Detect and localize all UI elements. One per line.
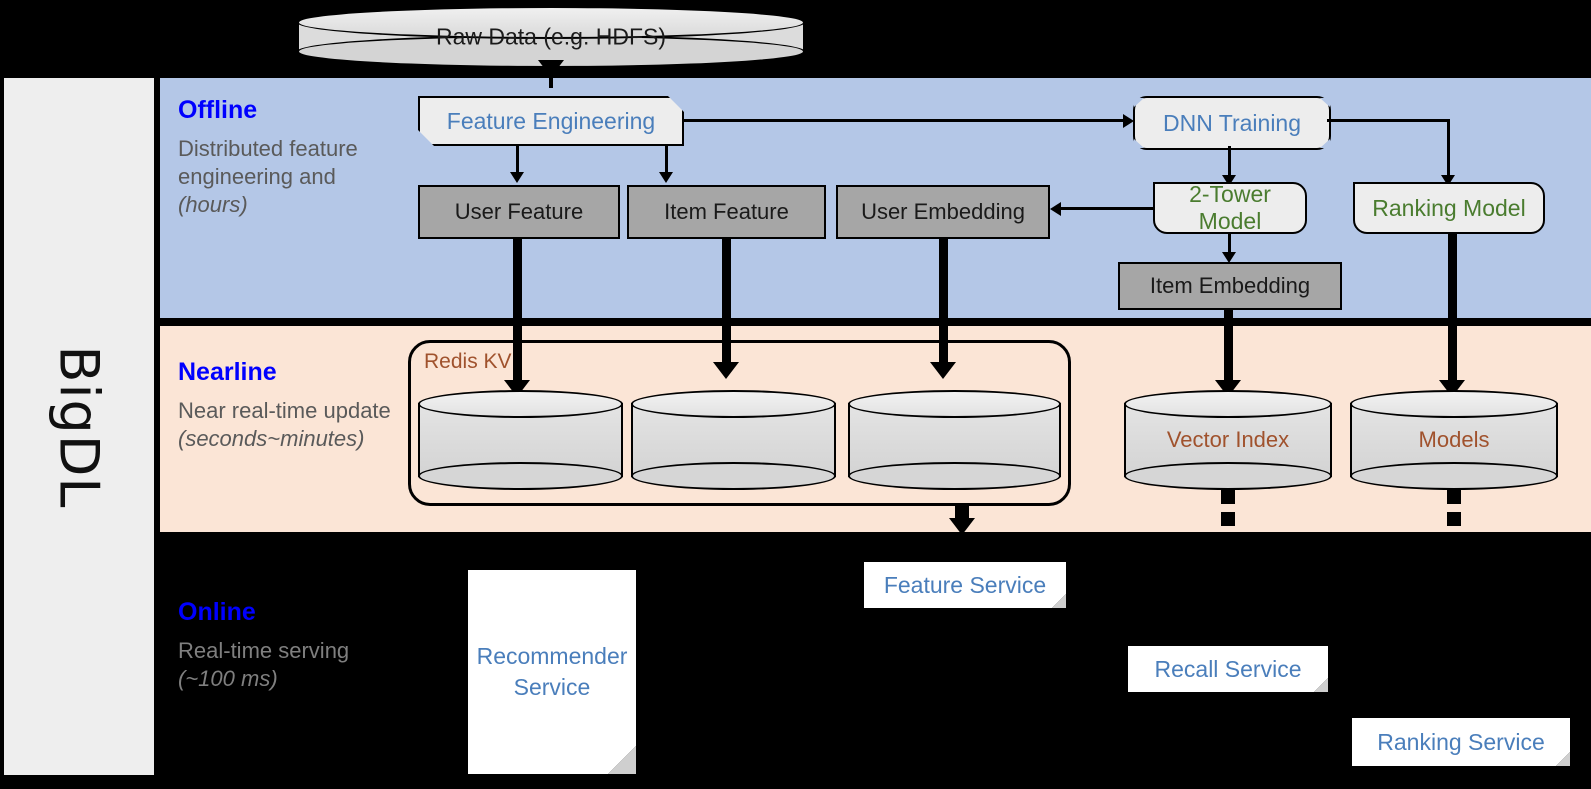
node-2-tower-model[interactable]: 2-Tower Model — [1153, 181, 1307, 234]
pipe-userembedding-to-redis — [939, 239, 948, 369]
node-item-feature-label: Item Feature — [664, 199, 789, 224]
node-dnn-training[interactable]: DNN Training — [1133, 96, 1331, 150]
service-ranking-label: Ranking Service — [1377, 728, 1545, 755]
pipe-rankingmodel-to-models — [1448, 234, 1457, 390]
edge-fe-to-userfeature — [516, 146, 519, 173]
node-item-embedding-label: Item Embedding — [1149, 273, 1311, 298]
pipe-vectorindex-stub-2 — [1221, 512, 1235, 526]
arrowhead-userembedding-to-redis — [930, 362, 956, 379]
cylinder-bottom — [631, 462, 836, 490]
node-ranking-model[interactable]: Ranking Model — [1353, 182, 1545, 234]
service-recommender-label: Recommender Service — [476, 642, 628, 700]
cylinder-top — [297, 6, 805, 39]
caption-nearline: Nearline Near real-time update (seconds~… — [178, 358, 408, 453]
cylinder-top — [1350, 390, 1558, 418]
arrowhead-fe-to-itemfeature — [659, 172, 673, 183]
band-desc-online-text: Real-time serving — [178, 638, 350, 663]
service-recall[interactable]: Recall Service — [1128, 646, 1328, 692]
band-desc-offline: Distributed feature engineering and (hou… — [178, 135, 408, 219]
caption-offline: Offline Distributed feature engineering … — [178, 96, 408, 219]
pipe-models-stub-1 — [1447, 490, 1461, 504]
edge-fe-to-itemfeature — [665, 146, 668, 173]
band-desc-offline-text: Distributed feature engineering and — [178, 136, 358, 190]
pipe-itemembedding-to-vectorindex — [1224, 310, 1233, 390]
cylinder-bottom — [1350, 462, 1558, 490]
arrowhead-rawdata-to-fe — [538, 60, 564, 77]
arrowhead-2tower-to-itemembedding — [1222, 252, 1236, 263]
service-recommender[interactable]: Recommender Service — [468, 570, 636, 774]
vector-index-label: Vector Index — [1166, 427, 1290, 452]
raw-data-label: Raw Data (e.g. HDFS) — [435, 23, 667, 50]
band-desc-nearline-em: (seconds~minutes) — [178, 426, 365, 452]
band-desc-online: Real-time serving (~100 ms) — [178, 637, 408, 693]
bigdl-rail: BigDL — [4, 78, 154, 775]
cylinder-bottom — [418, 462, 623, 490]
service-feature-label: Feature Service — [883, 571, 1047, 598]
band-title-offline: Offline — [178, 96, 258, 124]
service-feature[interactable]: Feature Service — [864, 562, 1066, 608]
vector-index-cylinder[interactable]: Vector Index — [1124, 390, 1332, 490]
redis-kv-container — [408, 340, 1071, 506]
node-feature-engineering[interactable]: Feature Engineering — [418, 96, 684, 146]
redis-cylinder-3[interactable] — [848, 390, 1061, 490]
bigdl-brand-label: BigDL — [47, 345, 111, 508]
edge-rawdata-to-fe — [549, 68, 553, 88]
caption-online: Online Real-time serving (~100 ms) — [178, 598, 408, 693]
cylinder-top — [418, 390, 623, 418]
band-title-nearline: Nearline — [178, 358, 277, 386]
node-user-embedding-label: User Embedding — [861, 199, 1025, 224]
pipe-itemfeature-to-redis — [722, 239, 731, 369]
band-desc-nearline: Near real-time update (seconds~minutes) — [178, 397, 408, 453]
raw-data-cylinder: Raw Data (e.g. HDFS) — [297, 6, 805, 68]
cylinder-bottom — [848, 462, 1061, 490]
models-label: Models — [1418, 427, 1490, 452]
arrowhead-itemfeature-to-redis — [713, 362, 739, 379]
arrowhead-fe-to-dnn — [1123, 114, 1134, 128]
redis-kv-label: Redis KV — [424, 350, 512, 373]
arrowhead-2tower-to-userembedding — [1050, 202, 1061, 216]
pipe-models-stub-2 — [1447, 512, 1461, 526]
node-user-feature-label: User Feature — [454, 199, 584, 224]
service-recall-label: Recall Service — [1154, 655, 1302, 682]
node-item-embedding[interactable]: Item Embedding — [1118, 262, 1342, 310]
node-item-feature[interactable]: Item Feature — [627, 185, 826, 239]
band-desc-nearline-text: Near real-time update — [178, 398, 391, 423]
band-desc-online-em: (~100 ms) — [178, 666, 278, 692]
arrowhead-fe-to-userfeature — [510, 172, 524, 183]
cylinder-bottom — [1124, 462, 1332, 490]
service-ranking[interactable]: Ranking Service — [1352, 718, 1570, 766]
pipe-redis-to-featureservice — [955, 506, 969, 520]
edge-dnn-to-ranking-v — [1447, 119, 1450, 179]
band-title-online: Online — [178, 598, 256, 626]
edge-dnn-to-ranking-h — [1327, 119, 1449, 122]
pipe-userfeature-to-redis — [513, 239, 522, 389]
edge-2tower-to-itemembedding — [1228, 234, 1231, 256]
arrowhead-dnn-to-ranking — [1441, 175, 1455, 186]
arrowhead-redis-to-featureservice — [949, 518, 975, 535]
arrowhead-dnn-to-2tower — [1222, 175, 1236, 186]
redis-cylinder-1[interactable] — [418, 390, 623, 490]
models-cylinder[interactable]: Models — [1350, 390, 1558, 490]
node-feature-engineering-label: Feature Engineering — [446, 107, 656, 134]
cylinder-top — [848, 390, 1061, 418]
node-ranking-model-label: Ranking Model — [1372, 194, 1526, 221]
node-2-tower-model-label: 2-Tower Model — [1189, 181, 1271, 234]
cylinder-top — [1124, 390, 1332, 418]
redis-cylinder-2[interactable] — [631, 390, 836, 490]
edge-dnn-to-2tower — [1228, 146, 1231, 179]
band-desc-offline-em: (hours) — [178, 192, 248, 218]
edge-2tower-to-userembedding — [1060, 207, 1153, 210]
pipe-vectorindex-stub-1 — [1221, 490, 1235, 504]
node-user-feature[interactable]: User Feature — [418, 185, 620, 239]
edge-fe-to-dnn — [684, 119, 1125, 122]
cylinder-top — [631, 390, 836, 418]
node-dnn-training-label: DNN Training — [1162, 109, 1302, 136]
node-user-embedding[interactable]: User Embedding — [836, 185, 1050, 239]
